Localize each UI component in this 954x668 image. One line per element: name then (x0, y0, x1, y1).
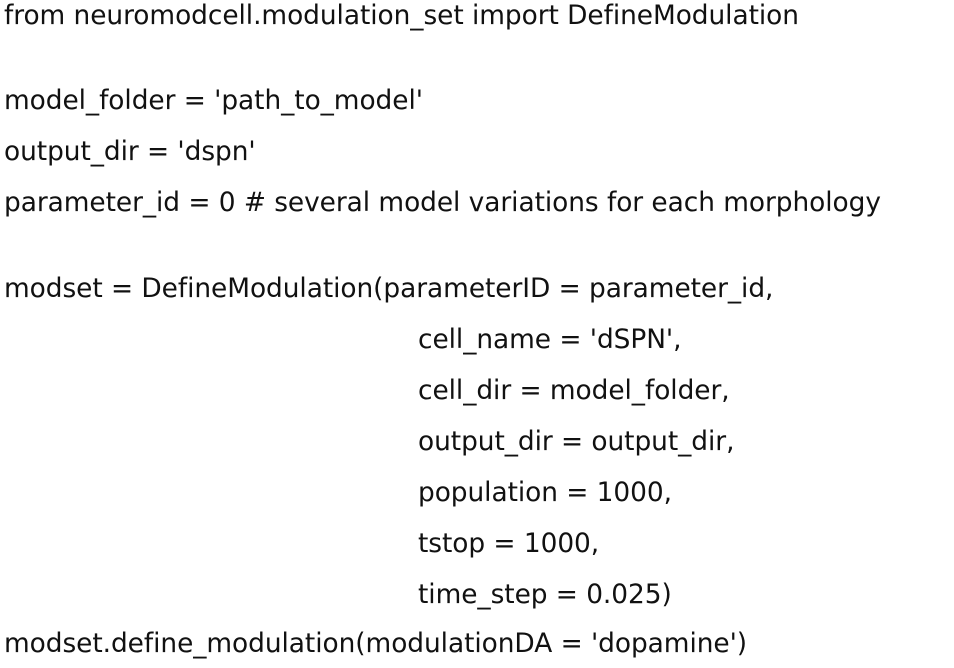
model-folder-line: model_folder = 'path_to_model' (4, 85, 423, 116)
output-dir-line: output_dir = 'dspn' (4, 136, 256, 167)
cell-name-argument: cell_name = 'dSPN', (418, 324, 682, 355)
parameter-id-line: parameter_id = 0 # several model variati… (4, 187, 881, 218)
import-line: from neuromodcell.modulation_set import … (4, 0, 799, 31)
define-modulation-line: modset.define_modulation(modulationDA = … (4, 628, 748, 659)
cell-dir-argument: cell_dir = model_folder, (418, 375, 730, 406)
tstop-argument: tstop = 1000, (418, 528, 600, 559)
modset-definition-line: modset = DefineModulation(parameterID = … (4, 273, 774, 304)
time-step-argument: time_step = 0.025) (418, 579, 672, 610)
population-argument: population = 1000, (418, 477, 672, 508)
output-dir-argument: output_dir = output_dir, (418, 426, 735, 457)
